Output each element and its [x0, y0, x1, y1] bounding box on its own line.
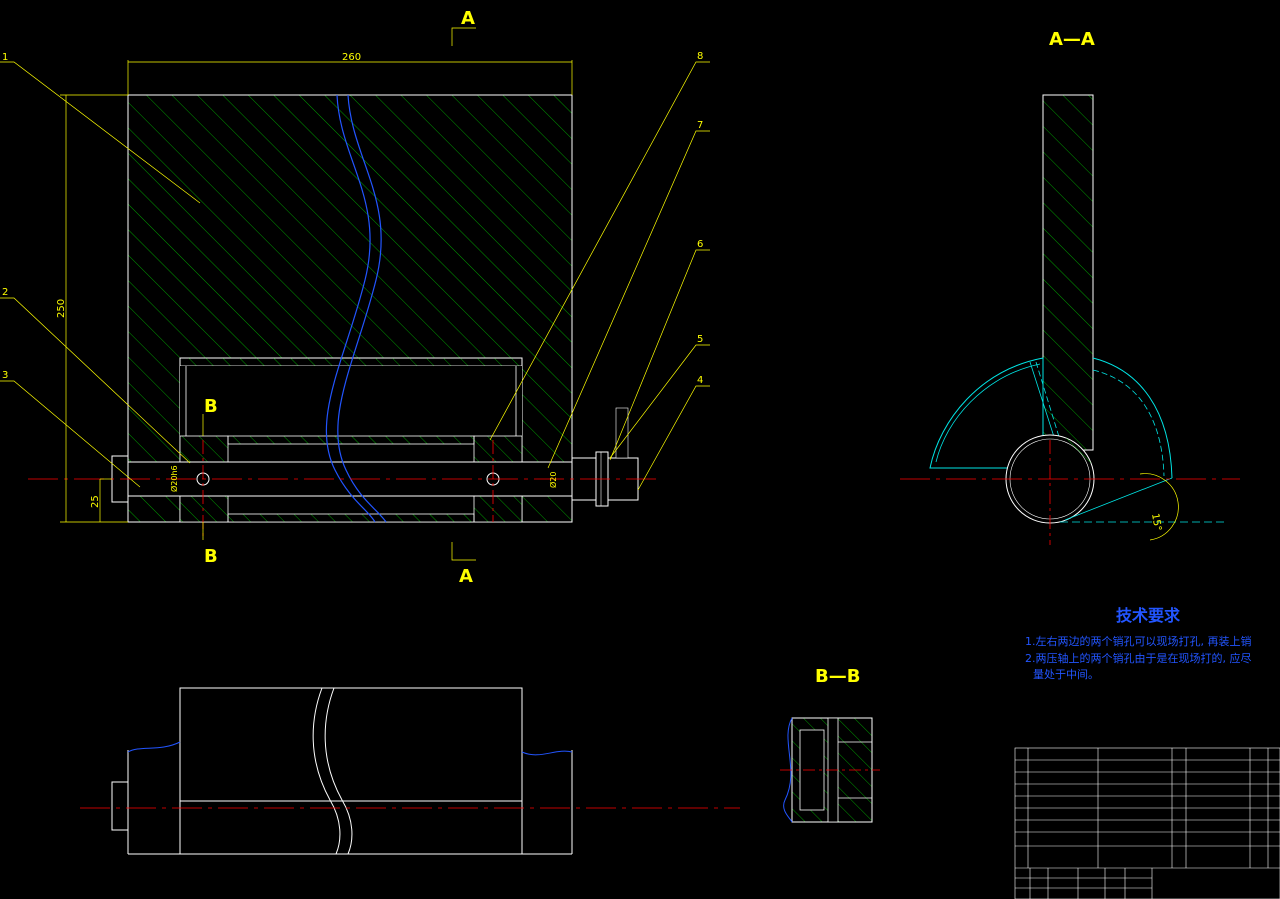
dim-width: 260 [342, 52, 361, 63]
tech-req-line-1: 1.左右两边的两个销孔可以现场打孔, 再装上销 [1025, 634, 1252, 648]
dim-offset: 25 [90, 495, 101, 508]
section-a-bottom: A [459, 566, 473, 587]
balloon-5: 5 [697, 334, 703, 345]
balloon-3: 3 [2, 370, 8, 381]
leaders [0, 61, 710, 491]
cable [325, 94, 376, 523]
dimensions-main [60, 27, 573, 561]
balloon-8: 8 [697, 51, 703, 62]
tech-req-line-2: 2.两压轴上的两个销孔由于是在现场打的, 应尽 [1025, 651, 1252, 665]
dim-shaft-right: Ø20 [548, 472, 558, 488]
section-b-bottom: B [204, 546, 218, 567]
parts-table [1014, 747, 1280, 899]
balloon-1: 1 [2, 52, 8, 63]
section-bb-title: B—B [815, 666, 860, 687]
dim-height: 250 [56, 299, 67, 318]
section-a-top: A [461, 8, 475, 29]
section-aa-view [900, 94, 1240, 545]
balloon-6: 6 [697, 239, 703, 250]
top-view [80, 687, 740, 855]
section-b-top: B [204, 396, 218, 417]
front-view [28, 94, 660, 540]
balloon-4: 4 [697, 375, 703, 386]
tech-req-title: 技术要求 [1116, 606, 1181, 625]
tech-req-line-3: 量处于中间。 [1033, 668, 1099, 681]
dim-angle: 15° [1149, 513, 1163, 532]
dim-shaft-left: Ø20h6 [169, 465, 179, 492]
section-bb-view [780, 717, 880, 823]
balloon-2: 2 [2, 287, 8, 298]
section-aa-title: A—A [1049, 29, 1095, 50]
balloon-7: 7 [697, 120, 703, 131]
